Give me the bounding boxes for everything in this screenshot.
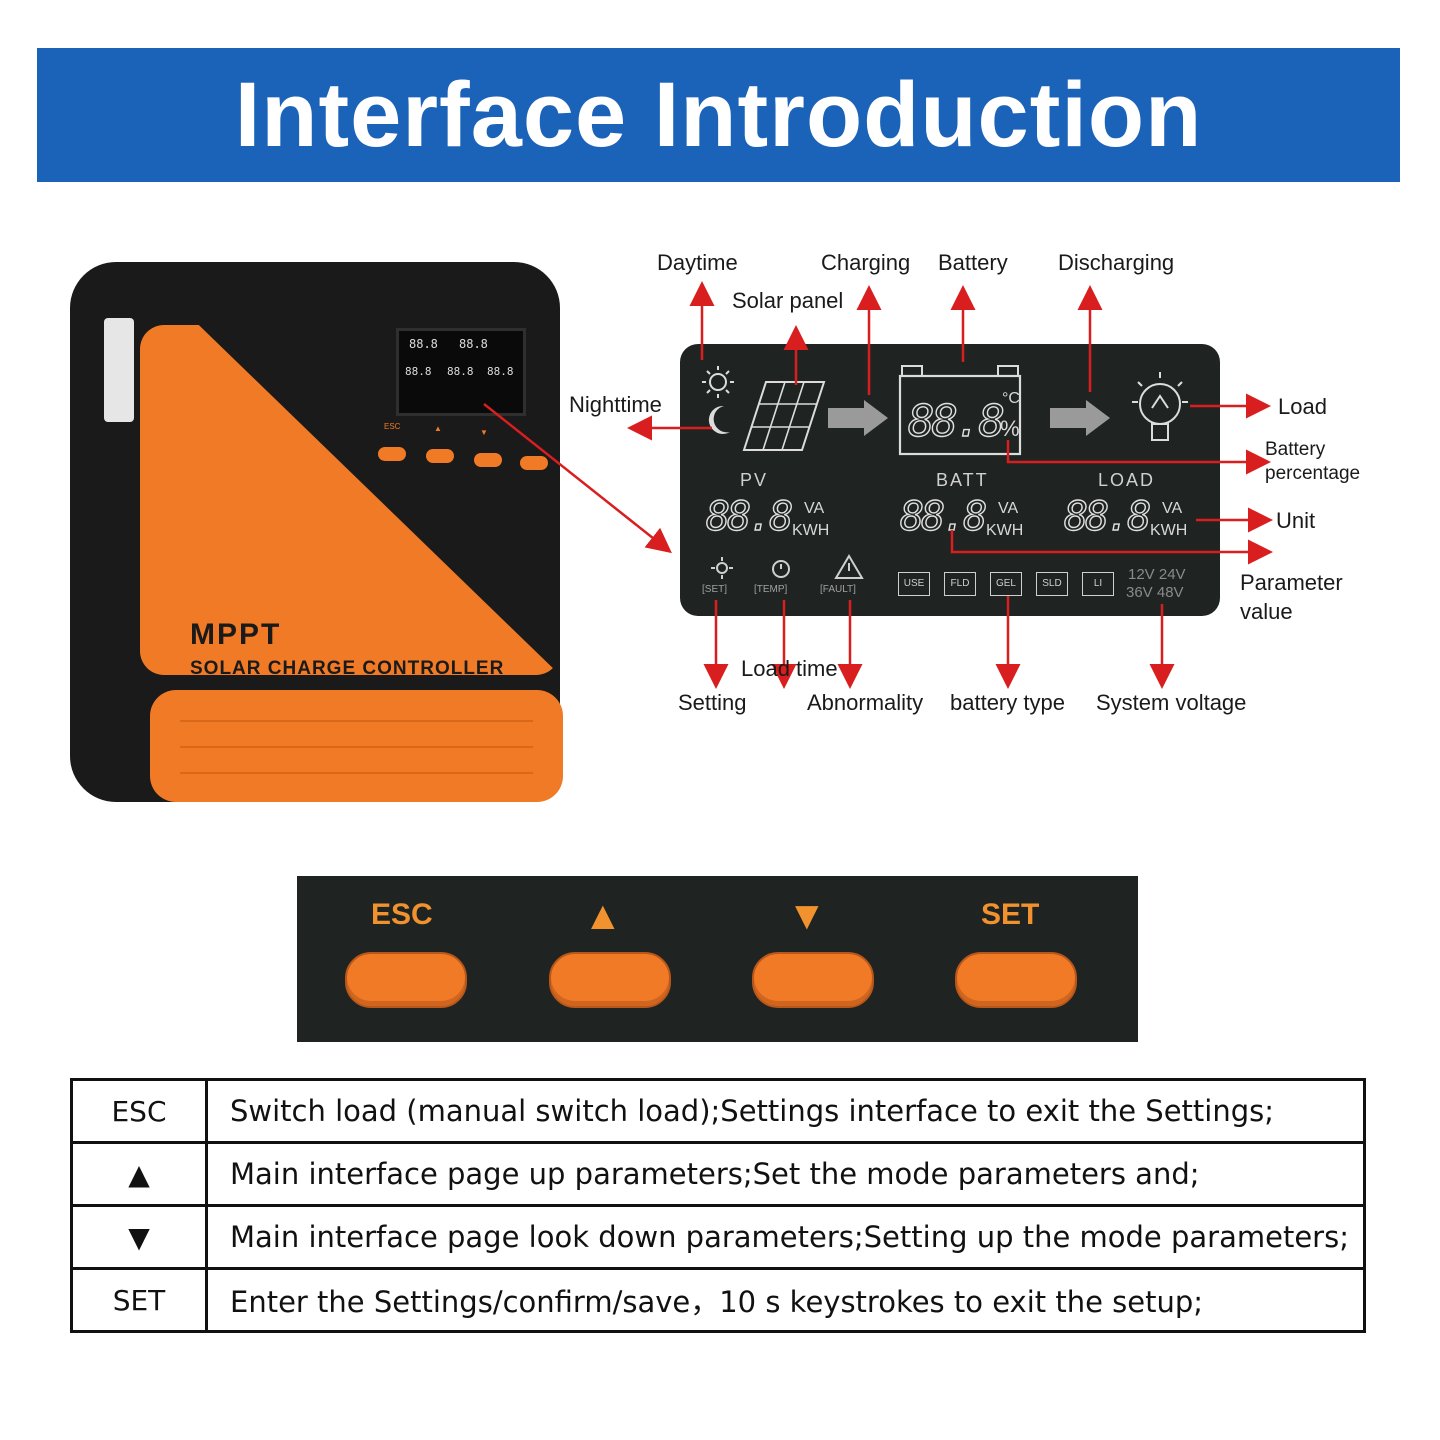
key-cell: SET	[72, 1269, 207, 1332]
callout-charging: Charging	[821, 250, 910, 276]
down-label: ▼	[787, 894, 827, 939]
callout-system-voltage: System voltage	[1096, 690, 1246, 716]
callout-abnormality: Abnormality	[807, 690, 923, 716]
description-cell: Switch load (manual switch load);Setting…	[207, 1080, 1365, 1143]
callout-load: Load	[1278, 394, 1327, 420]
key-cell: ▲	[72, 1143, 207, 1206]
up-button[interactable]	[549, 952, 671, 1008]
callout-setting: Setting	[678, 690, 747, 716]
set-button[interactable]	[955, 952, 1077, 1008]
esc-label: ESC	[371, 898, 433, 932]
callout-load-time: Load time	[741, 656, 838, 682]
callout-battery-percentage: Battery percentage	[1265, 438, 1385, 486]
key-description-table: ESC Switch load (manual switch load);Set…	[70, 1078, 1366, 1333]
table-row: ▲ Main interface page up parameters;Set …	[72, 1143, 1365, 1206]
down-button[interactable]	[752, 952, 874, 1008]
set-label: SET	[981, 898, 1039, 932]
callout-solar-panel: Solar panel	[732, 288, 843, 314]
callout-daytime: Daytime	[657, 250, 738, 276]
esc-button[interactable]	[345, 952, 467, 1008]
callout-unit: Unit	[1276, 508, 1315, 534]
table-row: ▼ Main interface page look down paramete…	[72, 1206, 1365, 1269]
description-cell: Main interface page look down parameters…	[207, 1206, 1365, 1269]
description-cell: Enter the Settings/confirm/save，10 s key…	[207, 1269, 1365, 1332]
description-cell: Main interface page up parameters;Set th…	[207, 1143, 1365, 1206]
callout-battery: Battery	[938, 250, 1008, 276]
callout-nighttime: Nighttime	[569, 392, 662, 418]
callout-parameter-value: Parameter value	[1240, 568, 1360, 626]
keypad-panel: ESC ▲ ▼ SET	[297, 876, 1138, 1042]
table-row: SET Enter the Settings/confirm/save，10 s…	[72, 1269, 1365, 1332]
key-cell: ESC	[72, 1080, 207, 1143]
key-cell: ▼	[72, 1206, 207, 1269]
callout-discharging: Discharging	[1058, 250, 1174, 276]
up-label: ▲	[583, 894, 623, 939]
table-row: ESC Switch load (manual switch load);Set…	[72, 1080, 1365, 1143]
callout-battery-type: battery type	[950, 690, 1065, 716]
